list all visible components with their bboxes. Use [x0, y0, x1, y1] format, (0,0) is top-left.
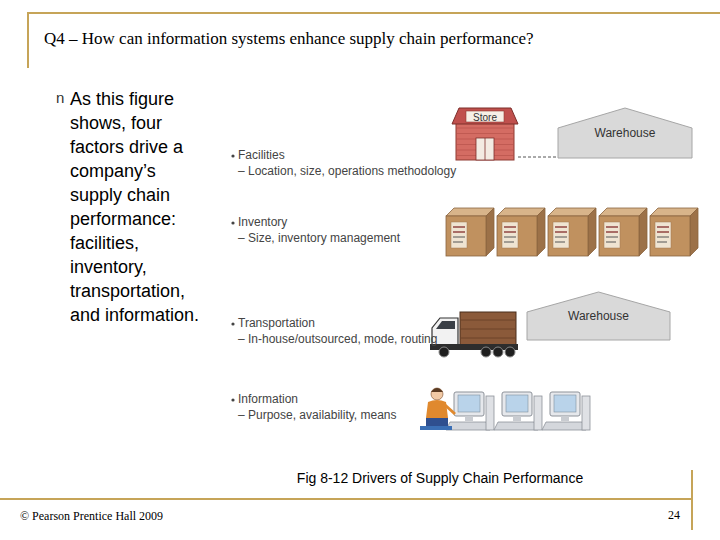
frame-line — [691, 470, 693, 530]
factor-name: Information — [238, 392, 298, 406]
chair — [420, 426, 452, 430]
brick-line — [456, 128, 514, 129]
truck-cargo-line — [460, 320, 516, 321]
computer — [542, 392, 590, 430]
person-hair — [431, 388, 443, 392]
factor-detail: – Size, inventory management — [238, 231, 400, 245]
list-bullet — [231, 154, 234, 157]
computer — [446, 392, 494, 430]
brick-line — [456, 133, 514, 134]
person — [420, 388, 455, 430]
frame-line — [27, 12, 29, 68]
factor-detail: – Purpose, availability, means — [238, 408, 397, 422]
cardboard-box — [446, 208, 494, 256]
warehouse-outline — [558, 108, 692, 158]
figure-caption: Fig 8-12 Drivers of Supply Chain Perform… — [240, 470, 640, 487]
frame-line — [0, 498, 692, 500]
list-bullet — [231, 322, 234, 325]
door-split — [485, 138, 486, 160]
cardboard-box — [548, 208, 596, 256]
cardboard-box — [599, 208, 647, 256]
store-roof — [452, 108, 518, 124]
truck-wheel — [439, 347, 449, 357]
factor-detail: – Location, size, operations methodology — [238, 164, 456, 178]
truck — [430, 312, 518, 357]
factor-name: Inventory — [238, 215, 287, 229]
truck-cargo-line — [460, 329, 516, 330]
person-legs — [426, 418, 448, 426]
bullet-marker: n — [56, 89, 64, 107]
truck-window — [436, 321, 455, 329]
warehouse-label: Warehouse — [558, 127, 692, 140]
copyright-footer: © Pearson Prentice Hall 2009 — [20, 509, 163, 523]
warehouse-label: Warehouse — [527, 310, 670, 323]
truck-cargo-line — [460, 338, 516, 339]
person-arm — [445, 405, 455, 414]
store-sign-text: Store — [452, 112, 518, 123]
slide-title: Q4 – How can information systems enhance… — [44, 29, 534, 49]
factor-name: Transportation — [238, 316, 315, 330]
warehouse-building: Warehouse — [558, 108, 692, 158]
factor-detail: – In-house/outsourced, mode, routing — [238, 332, 437, 346]
page-number: 24 — [640, 508, 680, 522]
person-shirt — [426, 400, 448, 418]
factor-name: Facilities — [238, 148, 285, 162]
warehouse-outline — [527, 292, 670, 340]
list-bullet — [231, 398, 234, 401]
warehouse-building: Warehouse — [527, 292, 670, 340]
store-wall — [456, 123, 514, 160]
truck-wheel — [505, 347, 515, 357]
store-building: Store — [452, 108, 518, 160]
cardboard-box — [650, 208, 698, 256]
person-head — [431, 388, 443, 400]
frame-line — [28, 12, 720, 14]
truck-wheel — [481, 347, 491, 357]
truck-cargo — [460, 312, 516, 346]
list-bullet — [231, 221, 234, 224]
bullet-text: As this figure shows, four factors drive… — [70, 87, 206, 327]
dashed-connector — [518, 157, 558, 158]
store-door — [476, 138, 494, 160]
computer — [494, 392, 542, 430]
truck-wheel — [493, 347, 503, 357]
cardboard-box — [497, 208, 545, 256]
